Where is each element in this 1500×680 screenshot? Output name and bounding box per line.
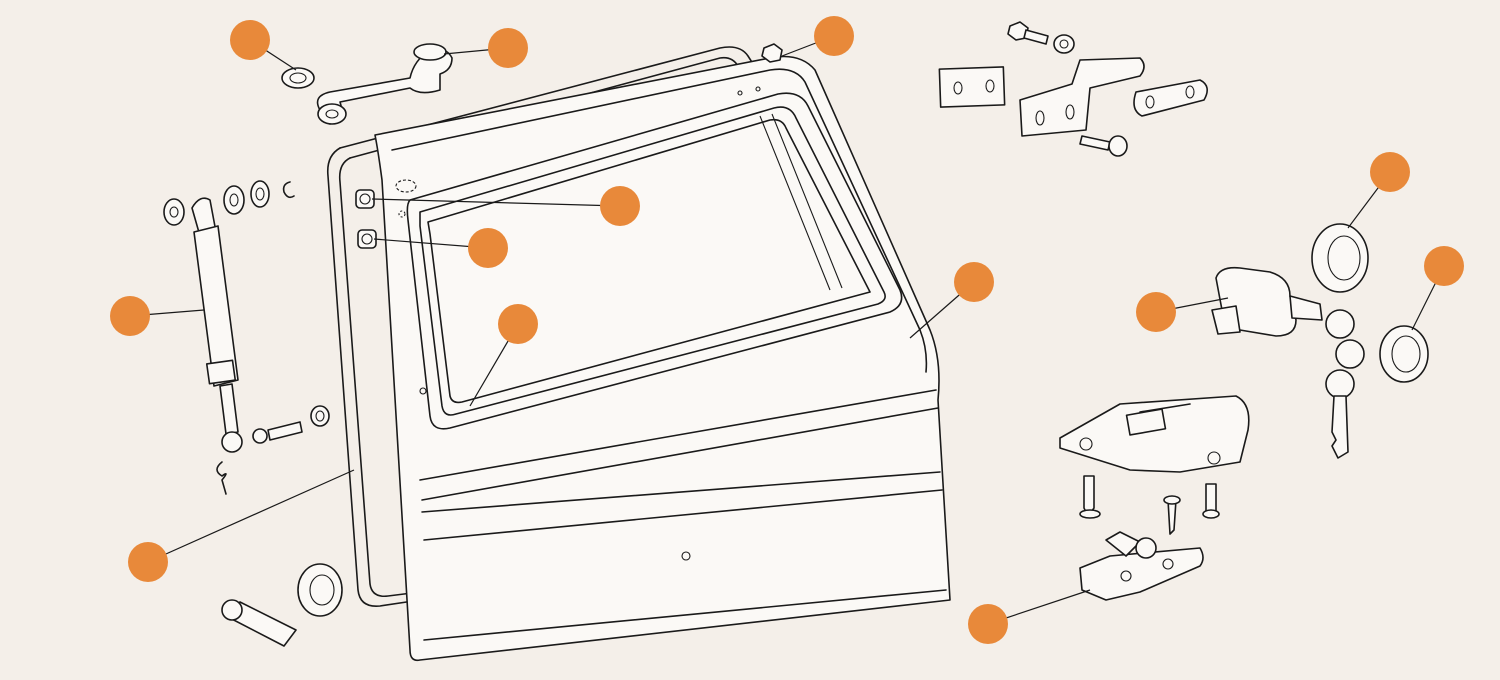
tailgate-panel-drawing bbox=[374, 55, 951, 662]
hotspot-window-bump-stop-upper[interactable] bbox=[600, 186, 640, 226]
bump-stop-parts bbox=[355, 189, 377, 249]
hotspot-grab-handle[interactable] bbox=[488, 28, 528, 68]
hotspot-striker-plate[interactable] bbox=[968, 604, 1008, 644]
hotspot-grommet-top[interactable] bbox=[230, 20, 270, 60]
hotspot-nut-top[interactable] bbox=[814, 16, 854, 56]
hotspot-lock-ring-large[interactable] bbox=[1370, 152, 1410, 192]
hotspot-markers bbox=[110, 16, 1464, 644]
hotspot-lock-ring-small[interactable] bbox=[1424, 246, 1464, 286]
gas-strut-drawing bbox=[163, 180, 330, 495]
bottom-left-parts bbox=[221, 563, 343, 647]
top-nut-drawing bbox=[761, 43, 783, 63]
hotspot-gas-strut[interactable] bbox=[110, 296, 150, 336]
hotspot-lock-cylinder-housing[interactable] bbox=[1136, 292, 1176, 332]
lock-cylinder-drawing bbox=[1211, 223, 1429, 459]
grab-handle-drawing bbox=[281, 43, 453, 125]
latch-drawing bbox=[1059, 395, 1250, 535]
hotspot-window-seal[interactable] bbox=[498, 304, 538, 344]
hotspot-tailgate-panel[interactable] bbox=[954, 262, 994, 302]
hotspot-window-bump-stop-lower[interactable] bbox=[468, 228, 508, 268]
hotspot-door-weatherstrip[interactable] bbox=[128, 542, 168, 582]
striker-drawing bbox=[1079, 531, 1204, 601]
hinge-drawing bbox=[938, 21, 1208, 157]
